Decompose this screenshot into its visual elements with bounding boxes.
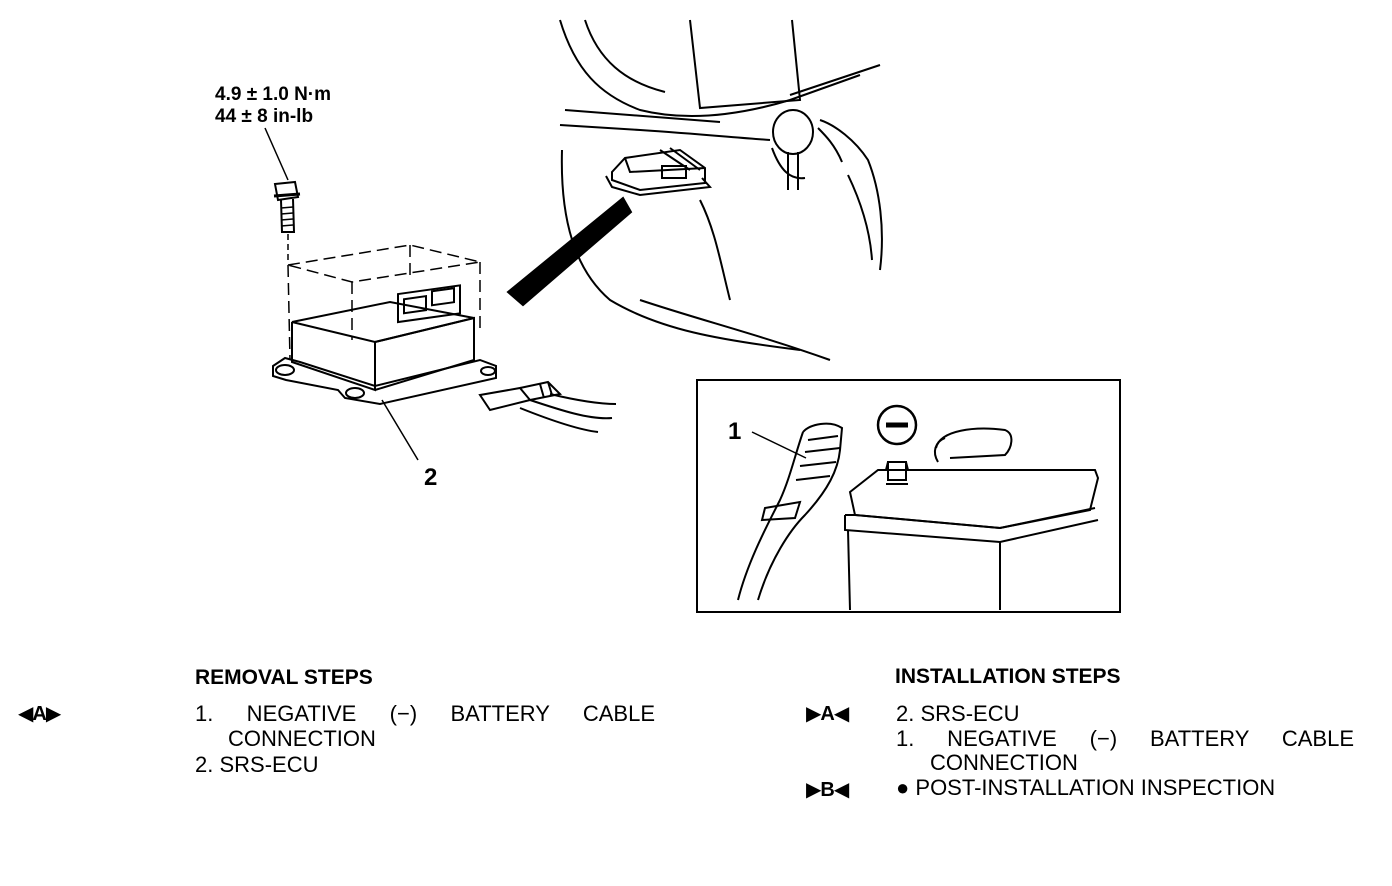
view-pointer-icon	[506, 196, 633, 307]
bolt-icon	[264, 127, 301, 262]
torque-spec: 4.9 ± 1.0 N·m 44 ± 8 in-lb	[215, 84, 331, 128]
installation-post-inspection: ● POST-INSTALLATION INSPECTION	[896, 775, 1276, 800]
srs-ecu-unit	[272, 244, 497, 461]
torque-metric: 4.9 ± 1.0 N·m	[215, 84, 332, 105]
installation-step-1-line1: 1. NEGATIVE (−) BATTERY CABLE	[896, 726, 1354, 751]
battery-inset	[696, 379, 1121, 613]
srs-ecu-diagram	[264, 19, 1121, 613]
callout-srs-ecu: 2	[424, 464, 438, 491]
removal-marker-a: ◀A▶	[18, 703, 61, 725]
installation-step-1-line2: CONNECTION	[930, 750, 1078, 775]
callout-battery-cable: 1	[728, 418, 742, 445]
torque-imperial: 44 ± 8 in-lb	[215, 106, 314, 127]
installation-marker-a: ▶A◀	[806, 703, 849, 725]
removal-step-1: 1. NEGATIVE (−) BATTERY CABLE	[195, 701, 655, 727]
harness-connector	[478, 380, 617, 433]
removal-step-1-line2: CONNECTION	[228, 726, 376, 751]
installation-step-1: 1. NEGATIVE (−) BATTERY CABLE	[896, 726, 1354, 752]
installation-step-2: 2. SRS-ECU	[896, 701, 1020, 726]
removal-steps-heading: REMOVAL STEPS	[195, 666, 373, 689]
vehicle-interior-view	[559, 19, 883, 361]
removal-step-1-line1: 1. NEGATIVE (−) BATTERY CABLE	[195, 701, 655, 726]
installation-marker-b: ▶B◀	[806, 779, 849, 801]
removal-step-2: 2. SRS-ECU	[195, 752, 319, 777]
installation-steps-heading: INSTALLATION STEPS	[895, 665, 1121, 688]
negative-terminal-icon	[876, 404, 918, 446]
